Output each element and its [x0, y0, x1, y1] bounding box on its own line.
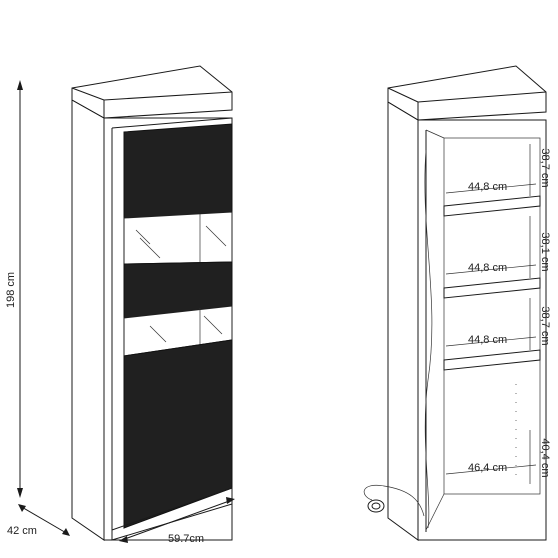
- shelf-width-3: 44,8 cm: [468, 334, 507, 346]
- cabinet-plinth: [111, 487, 233, 541]
- compartment-height-2: 38,1 cm: [539, 232, 551, 271]
- compartment-height-1: 38,7 cm: [539, 148, 551, 187]
- depth-label: 42 cm: [7, 525, 37, 537]
- cabinet-interior-view: [363, 65, 547, 541]
- shelf-width-dimensions: 44,8 cm 44,8 cm 44,8 cm 46,4 cm: [445, 181, 537, 475]
- shelf-width-2: 44,8 cm: [468, 262, 507, 274]
- cable-coil: [367, 499, 385, 513]
- cable: [363, 484, 425, 517]
- width-label: 59.7cm: [168, 533, 204, 545]
- shelf-2: [443, 277, 541, 299]
- height-dimension: 198 cm: [5, 80, 23, 498]
- upper-door: [123, 123, 233, 219]
- shelf-1: [443, 195, 541, 217]
- depth-dimension: 42 cm: [7, 504, 70, 537]
- compartment-height-dimensions: 38,7 cm 38,1 cm 38,7 cm 40,4 cm: [529, 144, 551, 484]
- interior-side: [387, 101, 419, 541]
- lower-door: [123, 339, 233, 529]
- compartment-height-3: 38,7 cm: [539, 306, 551, 345]
- compartment-height-4: 40,4 cm: [539, 438, 551, 477]
- shelf-width-4: 46,4 cm: [468, 462, 507, 474]
- cabinet-front-view: [71, 65, 233, 541]
- shelf-3: [443, 349, 541, 371]
- door-hinge-curve: [424, 149, 433, 529]
- cabinet-top: [71, 65, 233, 119]
- height-label: 198 cm: [5, 272, 17, 308]
- width-dimension: 59.7cm: [119, 497, 235, 545]
- interior-front-frame: [417, 119, 547, 541]
- shelf-width-1: 44,8 cm: [468, 181, 507, 193]
- interior-box: [443, 137, 541, 495]
- interior-top: [387, 65, 547, 121]
- cabinet-side: [71, 99, 105, 541]
